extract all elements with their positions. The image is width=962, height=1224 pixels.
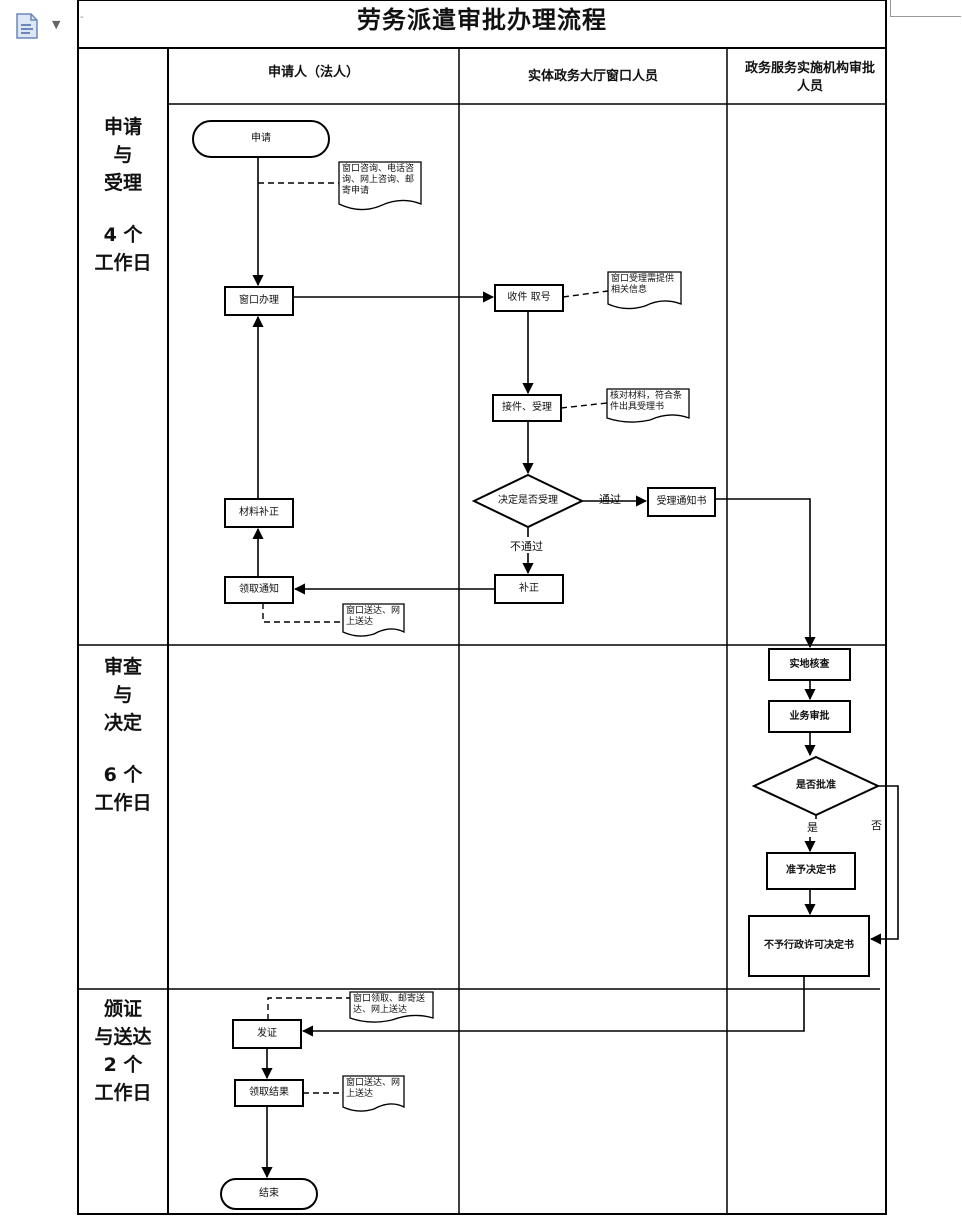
node-correction[interactable]: 补正	[519, 583, 539, 594]
node-make-decision[interactable]: 准予决定书	[786, 865, 836, 876]
phase-accept-days-1: 4 个	[103, 224, 143, 246]
onsite-check-box	[768, 648, 851, 681]
note-number-info: 窗口受理需提供相关信息	[611, 274, 675, 295]
phase-review-days-2: 工作日	[94, 792, 152, 814]
dash-number-info	[562, 290, 609, 298]
dropdown-caret-icon[interactable]: ▼	[52, 18, 61, 31]
dash-window-deliver-1	[262, 603, 343, 623]
phase-deliver-name-1: 颁证	[103, 998, 142, 1020]
edge-label-fail: 不通过	[510, 540, 543, 553]
lane-header-approver: 政务服务实施机构审批人员	[744, 61, 875, 94]
note-window-deliver-2: 窗口送达、网上送达	[346, 1078, 401, 1099]
accept-notice-box	[647, 487, 716, 517]
business-review-box	[768, 700, 851, 733]
note-shape-number-info	[607, 271, 682, 310]
phase-accept-name-1: 申请	[103, 116, 142, 138]
reject-notice-box	[748, 915, 870, 977]
swimlane-grid	[77, 0, 887, 1215]
phase-accept: 申请 与 受理 4 个 工作日	[78, 113, 168, 277]
node-decide-approve[interactable]: 是否批准	[796, 780, 836, 791]
note-apply-channel: 窗口咨询、电话咨询、网上咨询、邮寄申请	[342, 164, 415, 196]
note-window-deliver-1: 窗口送达、网上送达	[346, 606, 401, 627]
page-corner-mark	[890, 0, 961, 17]
lane-header-window: 实体政务大厅窗口人员	[527, 69, 658, 84]
note-shape-window-deliver-2	[342, 1075, 405, 1112]
arrow-result-to-certificate	[301, 976, 805, 1037]
arrow-notice-to-onsite	[715, 498, 816, 649]
lane-header-applicant: 申请人（法人）	[267, 65, 359, 80]
node-onsite-check[interactable]: 实地核查	[789, 658, 830, 670]
check-accept-box	[492, 394, 562, 422]
phase-accept-name-2: 与	[113, 144, 133, 166]
phase-review-name-1: 审查	[103, 656, 142, 678]
edge-label-yes: 是	[807, 821, 818, 834]
node-decide-accept[interactable]: 决定是否受理	[498, 495, 558, 506]
edge-label-no: 否	[871, 819, 882, 832]
divider-mark: -	[80, 12, 84, 23]
node-receive-notice[interactable]: 领取通知	[239, 584, 279, 595]
node-reject-notice[interactable]: 不予行政许可决定书	[764, 940, 854, 951]
apply-terminal	[192, 120, 330, 158]
phase-review: 审查 与 决定 6 个 工作日	[78, 653, 168, 817]
note-shape-accept-material	[606, 388, 690, 423]
dash-deliver-method	[267, 997, 350, 1020]
note-shape-deliver-method	[349, 991, 434, 1023]
phase-deliver: 颁证 与送达 2 个 工作日	[78, 995, 168, 1107]
node-business-review[interactable]: 业务审批	[789, 710, 830, 722]
node-check-accept[interactable]: 接件、受理	[502, 402, 552, 413]
node-apply[interactable]: 申请	[251, 133, 271, 144]
node-certificate[interactable]: 发证	[257, 1028, 277, 1039]
node-end[interactable]: 结束	[259, 1188, 279, 1199]
phase-deliver-days-1: 2 个	[103, 1054, 143, 1076]
collect-result-box	[234, 1079, 304, 1107]
phase-deliver-days-2: 工作日	[94, 1082, 152, 1104]
end-terminal	[220, 1178, 318, 1210]
phase-review-name-2: 与	[113, 684, 133, 706]
diagram-title: 劳务派遣审批办理流程	[357, 6, 607, 34]
phase-accept-name-3: 受理	[103, 172, 142, 194]
edge-label-pass: 通过	[599, 493, 621, 506]
phase-review-days-1: 6 个	[103, 764, 143, 786]
receive-notice-box	[224, 576, 294, 604]
note-accept-material: 核对材料，符合条件出具受理书	[610, 391, 683, 412]
node-accept-notice[interactable]: 受理通知书	[656, 496, 707, 507]
window-submit-box	[224, 286, 294, 316]
node-supplement-applicant[interactable]: 材料补正	[239, 507, 279, 518]
phase-accept-days-2: 工作日	[94, 252, 152, 274]
phase-deliver-name-2: 与送达	[94, 1026, 152, 1048]
dash-accept-material	[560, 402, 608, 409]
arrow-no-to-reject	[869, 785, 899, 945]
document-icon[interactable]	[14, 12, 40, 40]
node-collect-result[interactable]: 领取结果	[249, 1087, 289, 1098]
phase-review-name-3: 决定	[103, 712, 142, 734]
note-shape-apply-channel	[338, 161, 422, 211]
note-deliver-method: 窗口领取、邮寄送达、网上送达	[353, 994, 426, 1015]
receive-number-box	[494, 284, 564, 312]
node-window-submit[interactable]: 窗口办理	[239, 295, 279, 306]
supplement-applicant-box	[224, 498, 294, 528]
node-receive-number[interactable]: 收件 取号	[507, 292, 551, 303]
make-decision-box	[766, 852, 856, 890]
note-shape-window-deliver-1	[342, 603, 405, 637]
